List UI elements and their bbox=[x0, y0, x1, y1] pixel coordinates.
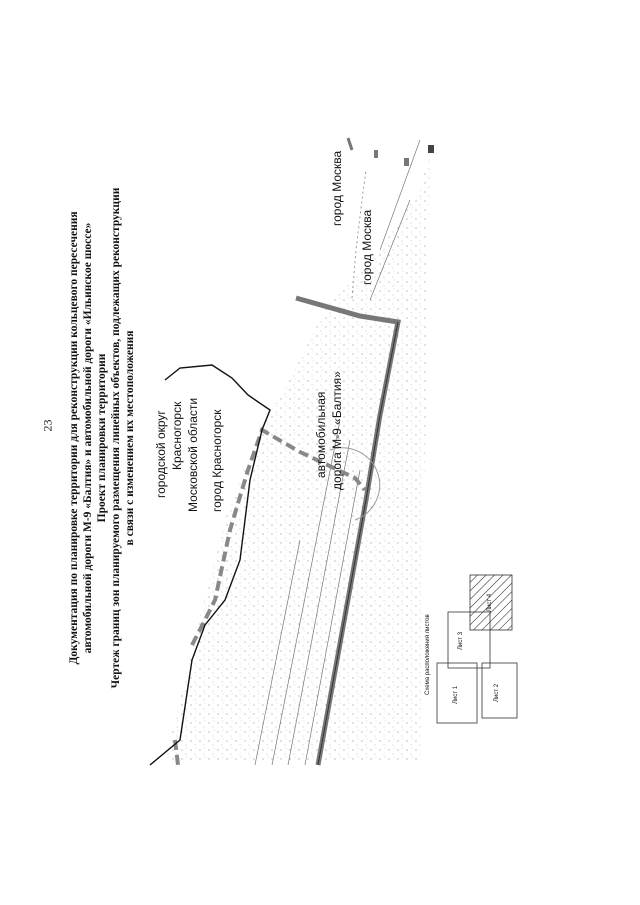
label-district-1: городской округ bbox=[154, 410, 168, 498]
label-moscow-2: город Москва bbox=[360, 209, 374, 285]
municipal-boundary bbox=[149, 364, 271, 766]
sheet-1-label: Лист 1 bbox=[453, 685, 459, 704]
sheet-scheme-title: Схема расположения листов bbox=[425, 614, 431, 695]
label-district-2: Красногорск bbox=[170, 401, 184, 470]
sheet-1-frame bbox=[436, 662, 478, 724]
edge-marks bbox=[346, 137, 434, 166]
label-road-2: дорога М-9 «Балтия» bbox=[330, 371, 344, 490]
road-lines bbox=[254, 139, 421, 766]
sheet-2-label: Лист 2 bbox=[494, 683, 500, 702]
label-road-1: автомобильная bbox=[314, 391, 328, 478]
route-m9-edge bbox=[317, 321, 399, 766]
sheet-2-frame bbox=[481, 662, 518, 719]
sheet-4-frame bbox=[469, 574, 513, 631]
sheet-3-frame bbox=[447, 611, 491, 669]
roundabout bbox=[329, 447, 381, 521]
label-city-krasnogorsk: город Красногорск bbox=[210, 409, 224, 512]
sheet-3-label: Лист 3 bbox=[458, 631, 464, 650]
sheet-4-label: Лист 4 bbox=[487, 593, 493, 612]
label-district-3: Московской области bbox=[186, 397, 200, 512]
label-moscow-1: город Москва bbox=[330, 150, 344, 226]
sheet-scheme bbox=[436, 574, 518, 724]
terrain-texture bbox=[165, 150, 430, 760]
